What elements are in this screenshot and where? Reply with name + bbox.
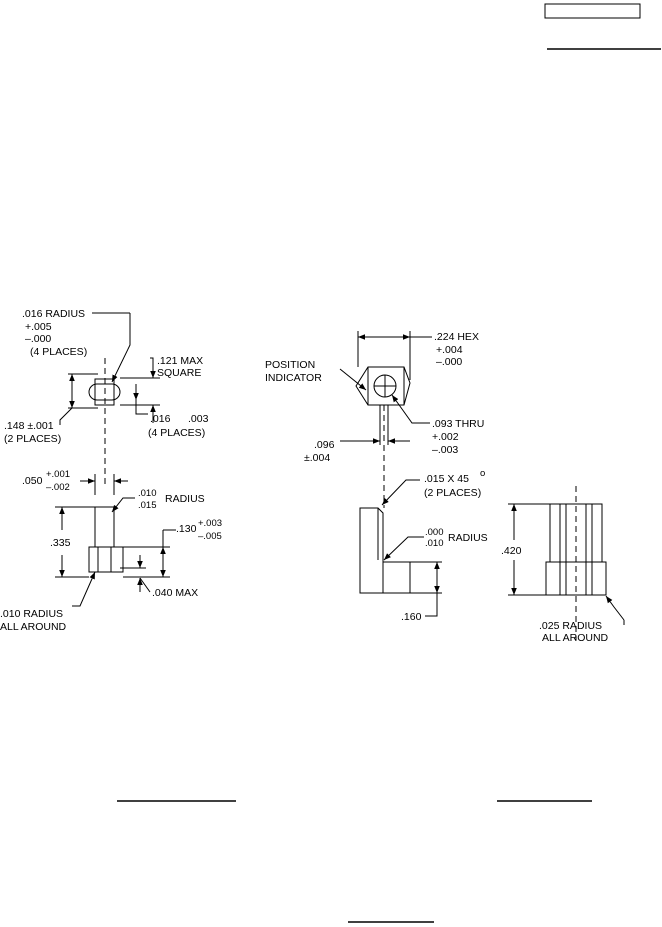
- label-tol-minus-003: –.003: [432, 444, 458, 456]
- label-121-max: .121 MAX: [157, 355, 203, 367]
- right-view: .224 HEX +.004 –.000 POSITION INDICATOR …: [265, 331, 625, 644]
- left-side-base: [88, 546, 124, 573]
- left-view: .016 RADIUS +.005 –.000 (4 PLACES) .121 …: [0, 308, 222, 633]
- label-position: POSITION: [265, 359, 315, 371]
- label-tol-minus-002: –.002: [46, 482, 70, 493]
- label-335: .335: [50, 537, 71, 549]
- label-025-radius: .025 RADIUS: [539, 620, 602, 632]
- label-130: .130: [176, 523, 197, 535]
- label-040-max: .040 MAX: [152, 587, 198, 599]
- label-all-around-a: ALL AROUND: [0, 621, 67, 633]
- label-radius-015: .015: [138, 500, 157, 511]
- label-tol-plus-005: +.005: [25, 321, 52, 333]
- header-box: [544, 3, 641, 19]
- label-224-hex: .224 HEX: [434, 331, 479, 343]
- label-indicator: INDICATOR: [265, 372, 322, 384]
- end-view-pin: [549, 503, 603, 563]
- label-016: .016: [150, 413, 171, 425]
- label-tol-plus-003: +.003: [198, 518, 222, 529]
- label-tol-minus-000: –.000: [25, 333, 51, 345]
- label-016-radius: .016 RADIUS: [22, 308, 85, 320]
- label-degree: o: [480, 468, 485, 479]
- label-radius-010-b: .010: [425, 538, 444, 549]
- label-tol-plus-004: +.004: [436, 344, 463, 356]
- label-tol-plus-002: +.002: [432, 431, 459, 443]
- label-tol-pm-004: ±.004: [304, 452, 330, 464]
- label-tol-plus-001: +.001: [46, 469, 70, 480]
- left-plan-slot: [88, 383, 121, 401]
- label-radius-word-a: RADIUS: [165, 493, 205, 505]
- label-all-around-b: ALL AROUND: [542, 632, 609, 644]
- label-two-places-a: (2 PLACES): [4, 433, 61, 445]
- left-plan-square: [94, 378, 115, 406]
- end-view-base: [545, 561, 607, 596]
- label-050: .050: [22, 475, 43, 487]
- left-side-pin: [94, 506, 115, 548]
- label-096: .096: [314, 439, 335, 451]
- label-420: .420: [501, 545, 522, 557]
- label-chamfer: .015 X 45: [424, 473, 469, 485]
- label-tol-minus-005: –.005: [198, 531, 222, 542]
- label-010-radius-all: .010 RADIUS: [0, 608, 63, 620]
- label-four-places-a: (4 PLACES): [30, 346, 87, 358]
- label-160: .160: [401, 611, 422, 623]
- label-radius-word-b: RADIUS: [448, 532, 488, 544]
- label-two-places-b: (2 PLACES): [424, 487, 481, 499]
- label-tol-minus-000-b: –.000: [436, 356, 462, 368]
- label-003: .003: [188, 413, 209, 425]
- right-side-body: [359, 507, 411, 594]
- label-radius-000: .000: [425, 527, 444, 538]
- label-radius-010: .010: [138, 488, 157, 499]
- label-square: SQUARE: [157, 367, 201, 379]
- label-093-thru: .093 THRU: [432, 418, 484, 430]
- label-148: .148 ±.001: [4, 420, 54, 432]
- label-four-places-b: (4 PLACES): [148, 427, 205, 439]
